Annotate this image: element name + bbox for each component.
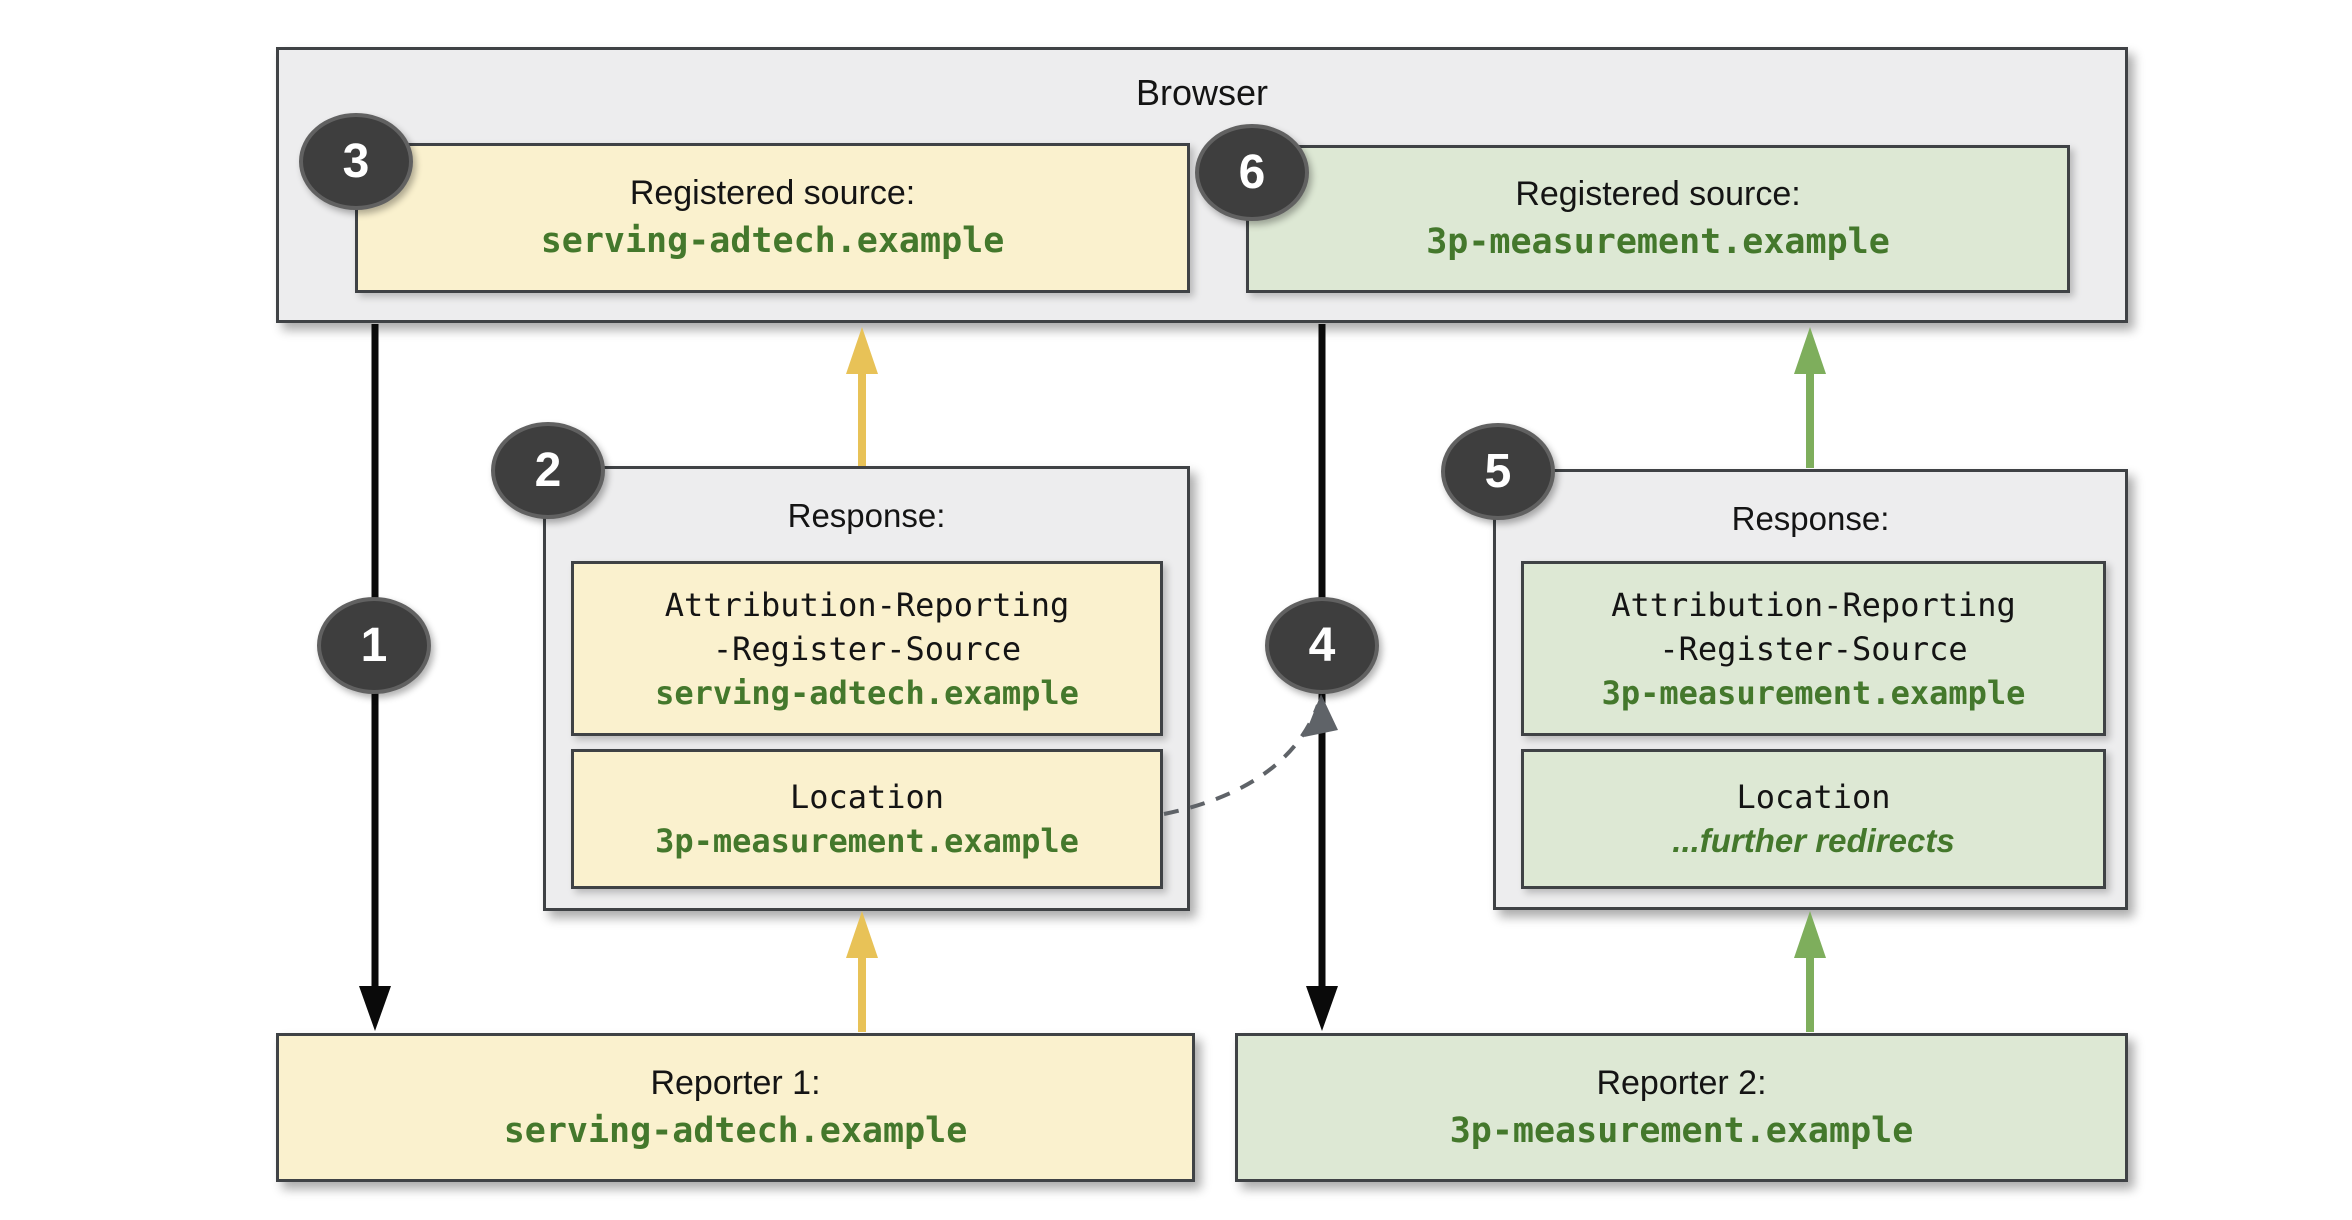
reporter-2-box: Reporter 2: 3p-measurement.example <box>1235 1033 2128 1182</box>
header-value: 3p-measurement.example <box>1601 673 2026 712</box>
registered-source-label: Registered source: <box>629 174 916 212</box>
header-name-line: -Register-Source <box>712 629 1022 668</box>
header-value: serving-adtech.example <box>655 673 1079 712</box>
step-number: 5 <box>1484 445 1512 498</box>
step-badge-1: 1 <box>317 597 431 694</box>
registered-source-domain: serving-adtech.example <box>540 221 1005 261</box>
header-value: 3p-measurement.example <box>655 822 1079 860</box>
registered-source-domain: 3p-measurement.example <box>1426 222 1890 262</box>
arrowhead-down-icon <box>1306 986 1338 1031</box>
arrowhead-up-icon <box>846 327 878 374</box>
reporter-1-box: Reporter 1: serving-adtech.example <box>276 1033 1195 1182</box>
response-panel-3p: Response: Attribution-Reporting -Registe… <box>1493 469 2128 910</box>
response-panel-adtech: Response: Attribution-Reporting -Registe… <box>543 466 1190 911</box>
location-header-box: Location ...further redirects <box>1521 749 2106 889</box>
step-number: 2 <box>534 444 562 497</box>
header-name-line: -Register-Source <box>1659 629 1968 668</box>
arrowhead-up-icon <box>1794 911 1826 958</box>
browser-panel: Browser Registered source: serving-adtec… <box>276 47 2128 323</box>
header-name-line: Location <box>1736 778 1891 816</box>
arrowhead-dashed-icon <box>1304 694 1338 737</box>
response-title: Response: <box>1731 500 1890 537</box>
arrowhead-up-icon <box>846 911 878 958</box>
reporter-label: Reporter 2: <box>1596 1063 1767 1102</box>
header-value: ...further redirects <box>1672 822 1955 859</box>
step-badge-2: 2 <box>491 422 605 519</box>
arrowhead-up-icon <box>1794 327 1826 374</box>
browser-title: Browser <box>1135 72 1269 113</box>
response-title: Response: <box>787 497 946 534</box>
registered-source-box-adtech: Registered source: serving-adtech.exampl… <box>355 143 1190 293</box>
step-number: 4 <box>1308 619 1336 672</box>
step-badge-6: 6 <box>1195 124 1309 221</box>
arrowhead-down-icon <box>359 986 391 1031</box>
register-source-header-box: Attribution-Reporting -Register-Source s… <box>571 561 1163 736</box>
header-name-line: Location <box>789 778 945 816</box>
step-number: 3 <box>342 135 370 188</box>
location-header-box: Location 3p-measurement.example <box>571 749 1163 889</box>
header-name-line: Attribution-Reporting <box>664 585 1070 624</box>
header-name-line: Attribution-Reporting <box>1611 585 2016 624</box>
reporter-domain: 3p-measurement.example <box>1449 1110 1914 1151</box>
reporter-domain: serving-adtech.example <box>503 1110 968 1151</box>
step-badge-4: 4 <box>1265 597 1379 694</box>
register-source-header-box: Attribution-Reporting -Register-Source 3… <box>1521 561 2106 736</box>
step-badge-5: 5 <box>1441 423 1555 520</box>
registered-source-label: Registered source: <box>1515 175 1801 213</box>
registered-source-box-3p: Registered source: 3p-measurement.exampl… <box>1246 145 2070 293</box>
step-badge-3: 3 <box>299 113 413 210</box>
reporter-label: Reporter 1: <box>650 1063 821 1102</box>
step-number: 6 <box>1238 146 1266 199</box>
step-number: 1 <box>360 619 388 672</box>
